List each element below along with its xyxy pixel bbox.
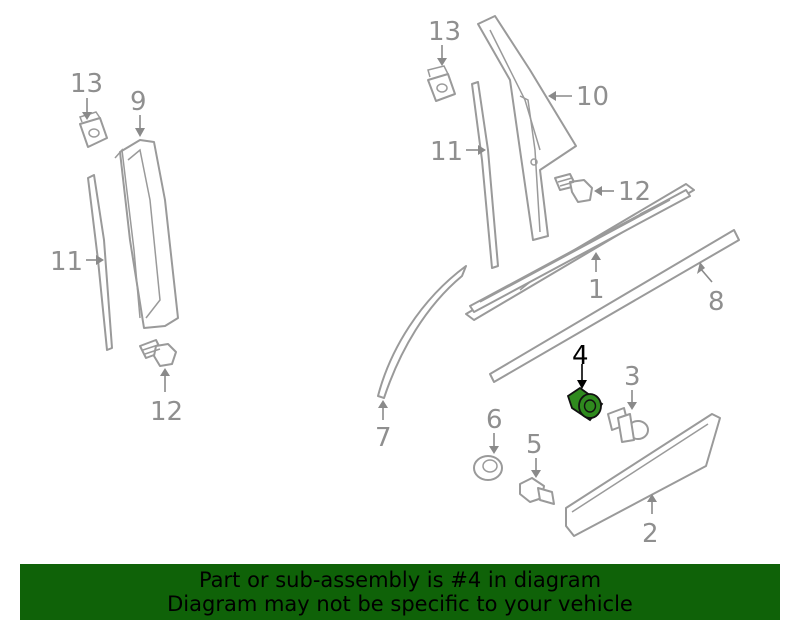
bolt-12-right[interactable] xyxy=(554,173,593,203)
molding-8[interactable] xyxy=(489,229,740,383)
callout-12-right: 12 xyxy=(618,177,651,207)
parts-diagram: 13 9 11 12 13 10 xyxy=(50,15,740,549)
callout-10: 10 xyxy=(576,82,609,112)
molding-2[interactable] xyxy=(565,413,721,537)
callout-9: 9 xyxy=(130,87,147,117)
callout-8: 8 xyxy=(708,287,725,317)
callout-11-right: 11 xyxy=(430,137,463,167)
info-banner: Part or sub-assembly is #4 in diagram Di… xyxy=(20,564,780,620)
grommet-4-highlighted[interactable] xyxy=(566,386,604,422)
leader-8 xyxy=(699,267,713,283)
callout-11-left: 11 xyxy=(50,247,83,277)
garnish-10[interactable] xyxy=(477,15,577,241)
grommet-6[interactable] xyxy=(473,455,503,481)
clip-13-left[interactable] xyxy=(79,111,108,148)
callout-1: 1 xyxy=(588,275,605,305)
bolt-5[interactable] xyxy=(519,477,555,505)
callout-7: 7 xyxy=(375,423,392,453)
banner-line-2: Diagram may not be specific to your vehi… xyxy=(167,592,633,616)
callout-2: 2 xyxy=(642,519,659,549)
callout-4: 4 xyxy=(572,341,589,371)
weatherstrip-1[interactable] xyxy=(465,183,695,321)
molding-11-right[interactable] xyxy=(471,81,499,269)
clip-3[interactable] xyxy=(607,407,649,443)
callout-13-right: 13 xyxy=(428,17,461,47)
bolt-12-left[interactable] xyxy=(139,339,177,367)
pillar-trim-9[interactable] xyxy=(114,139,179,329)
seal-7[interactable] xyxy=(377,265,467,399)
banner-line-1: Part or sub-assembly is #4 in diagram xyxy=(198,568,602,592)
callout-13-left: 13 xyxy=(70,69,103,99)
callout-3: 3 xyxy=(624,362,641,392)
clip-13-right[interactable] xyxy=(427,65,456,102)
callout-6: 6 xyxy=(486,405,503,435)
callout-12-left: 12 xyxy=(150,397,183,427)
callout-5: 5 xyxy=(526,430,543,460)
